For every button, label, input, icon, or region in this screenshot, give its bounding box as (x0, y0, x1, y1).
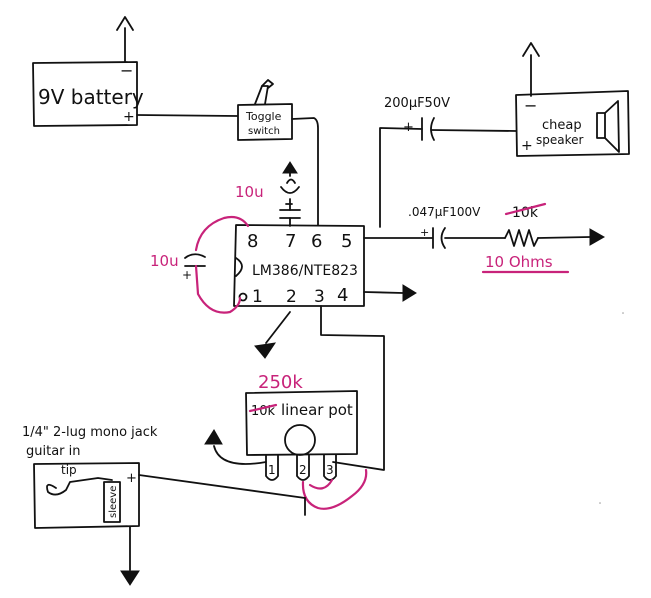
wire-jack-pot (138, 474, 306, 499)
ground-arrow-pot (204, 429, 223, 445)
resistor-old-value: 10k (512, 205, 539, 221)
battery-plus: + (123, 109, 135, 125)
speaker-plus: + (521, 138, 533, 154)
ic-pin1-dot (238, 292, 248, 302)
wire-pot-pin2-3 (301, 468, 368, 510)
cap-pin1-8: 10u + (150, 252, 206, 282)
battery: 9V battery − + (32, 61, 144, 127)
ground-arrow-top-left (116, 16, 134, 31)
wire-resistor-ground (537, 236, 591, 239)
speaker-label-2: speaker (536, 133, 584, 147)
ground-arrow-zobel (589, 228, 606, 246)
pot-pin-1: 1 (268, 463, 276, 477)
resistor-strikethrough (504, 202, 547, 216)
toggle-switch: Toggle switch (237, 79, 293, 141)
cap-zobel: .047µF100V + (408, 205, 481, 249)
toggle-label-2: switch (248, 126, 280, 137)
speaker-minus: − (524, 96, 537, 115)
jack-sleeve (103, 481, 121, 523)
ic-pin-4: 4 (337, 285, 348, 306)
ic-pin-2: 2 (286, 287, 297, 307)
ic-pin-7: 7 (285, 231, 296, 252)
cap-pin7-label: 10u (235, 183, 264, 201)
speaker-label-1: cheap (542, 118, 582, 133)
pot-label: linear pot (281, 401, 353, 419)
cap-output-label: 200µF50V (384, 96, 450, 111)
wire-cap-pin1 (194, 264, 242, 314)
ic-pin-3: 3 (314, 287, 325, 307)
pot-pin-2: 2 (299, 463, 307, 477)
wire-pin2-ground (265, 311, 291, 344)
ic-pin-6: 6 (311, 231, 322, 252)
ic-pin-5: 5 (341, 231, 352, 252)
ic-pin-1: 1 (252, 287, 263, 307)
wire-cap-pin8 (194, 215, 250, 252)
resistor-new-value: 10 Ohms (485, 253, 553, 271)
resistor: 10k 10 Ohms (481, 202, 570, 274)
wire-pin4-ground (363, 291, 404, 294)
potentiometer: 250k 10k linear pot 1 2 3 (245, 372, 358, 481)
cap-pin18-plus: + (182, 268, 192, 282)
ground-arrow-jack (120, 570, 140, 586)
jack-label-1: 1/4" 2-lug mono jack (22, 425, 158, 440)
ic-label: LM386/NTE823 (252, 263, 358, 279)
cap-zobel-plus: + (420, 226, 429, 239)
cap-output-plus: + (403, 120, 414, 135)
toggle-label-1: Toggle (245, 110, 282, 123)
wire-toggle-pin6 (291, 117, 319, 226)
speaker: cheap speaker − + (515, 90, 630, 157)
guitar-jack: 1/4" 2-lug mono jack guitar in tip sleev… (22, 425, 158, 529)
pot-new-value: 250k (258, 372, 303, 393)
cap-output: 200µF50V + (384, 96, 450, 141)
pot-pin-3: 3 (326, 463, 334, 477)
jack-plus: + (126, 471, 137, 486)
cap-zobel-label: .047µF100V (408, 205, 481, 219)
pot-knob (284, 424, 316, 456)
jack-tip-label: tip (61, 463, 77, 477)
pot-old-value: 10k (251, 404, 276, 419)
battery-label: 9V battery (38, 85, 144, 109)
wire-pot-pin1-ground (213, 445, 267, 465)
cap-pin18-label: 10u (150, 252, 179, 270)
wire-cap-speaker (430, 129, 517, 132)
ground-arrow-pin2 (254, 342, 277, 359)
ground-arrow-top-right (522, 42, 540, 57)
ic-pin-8: 8 (247, 231, 258, 252)
battery-minus: − (120, 61, 133, 80)
jack-sleeve-label: sleeve (108, 486, 119, 518)
wire-battery-toggle (136, 114, 238, 117)
wire-pin5-cap (379, 127, 423, 228)
jack-label-2: guitar in (26, 444, 81, 459)
cap-pin7: 10u (235, 161, 301, 227)
ic-lm386: 8 7 6 5 LM386/NTE823 1 2 3 4 (233, 224, 365, 307)
pot-strikethrough (248, 403, 278, 413)
wire-pin3-pot (320, 305, 385, 471)
